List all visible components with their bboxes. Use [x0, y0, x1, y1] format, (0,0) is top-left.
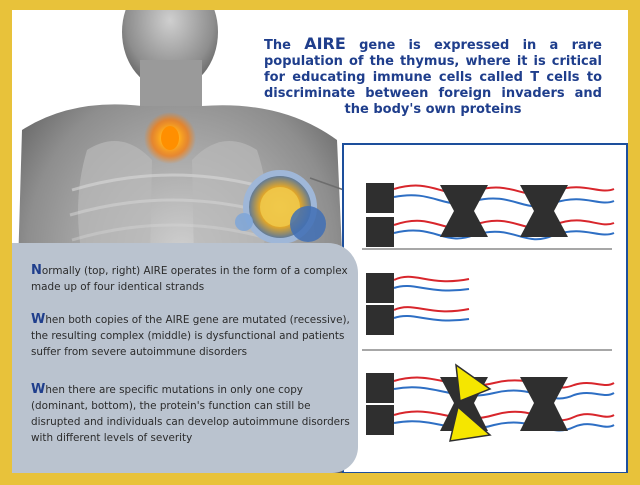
zoom-connector [309, 177, 345, 191]
infographic: The AIRE gene is expressed in a rare pop… [12, 10, 628, 473]
title-rest: gene is expressed in a rare population o… [264, 38, 602, 117]
note-text: hen there are specific mutations in only… [31, 384, 350, 444]
note-initial: W [31, 382, 46, 397]
note-text: ormally (top, right) AIRE operates in th… [31, 265, 348, 293]
note-initial: W [31, 312, 46, 327]
info-box [12, 243, 358, 473]
note-recessive: When both copies of the AIRE gene are mu… [31, 312, 361, 360]
note-normal: Normally (top, right) AIRE operates in t… [31, 263, 361, 295]
note-initial: N [31, 263, 42, 278]
gene-name: AIRE [304, 34, 346, 53]
normal-complex [366, 183, 615, 247]
complex-diagram [362, 183, 615, 442]
title-prefix: The [264, 38, 291, 53]
title-text: The AIRE gene is expressed in a rare pop… [264, 36, 602, 118]
mutant-triangle-bottom [449, 405, 492, 442]
note-dominant: When there are specific mutations in onl… [31, 382, 361, 446]
note-text: hen both copies of the AIRE gene are mut… [31, 314, 350, 358]
mutant-triangle-top [455, 363, 492, 403]
dominant-complex [366, 363, 615, 442]
complex-diagram-panel [342, 143, 628, 473]
recessive-complex [366, 273, 470, 335]
